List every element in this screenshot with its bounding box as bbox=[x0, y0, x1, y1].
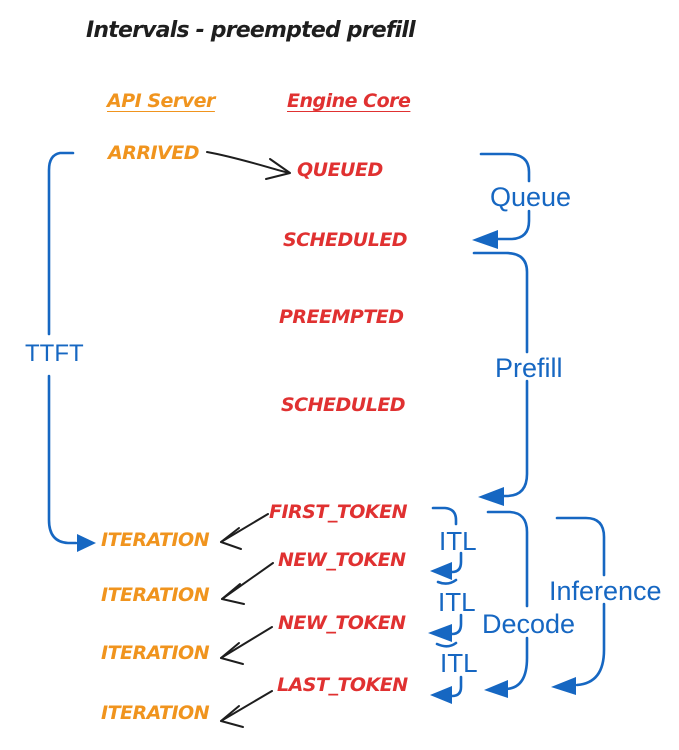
inference-bracket bbox=[551, 516, 606, 695]
event-iteration-1: ITERATION bbox=[101, 529, 210, 551]
column-header-api-server: API Server bbox=[107, 90, 215, 112]
diagram-title: Intervals - preempted prefill bbox=[86, 18, 416, 43]
arrow-first-token-to-iteration bbox=[220, 513, 269, 550]
ttft-bracket bbox=[47, 151, 96, 552]
event-iteration-4: ITERATION bbox=[101, 702, 210, 724]
interval-inference-label: Inference bbox=[549, 576, 662, 606]
interval-decode-label: Decode bbox=[482, 609, 576, 639]
event-iteration-3: ITERATION bbox=[101, 642, 210, 664]
arrow-arrived-to-queued bbox=[206, 151, 291, 180]
column-header-engine-core: Engine Core bbox=[287, 90, 411, 112]
event-scheduled-1: SCHEDULED bbox=[283, 229, 408, 251]
event-preempted: PREEMPTED bbox=[279, 306, 404, 328]
itl-bracket-1 bbox=[430, 506, 463, 585]
interval-ttft-label: TTFT bbox=[25, 340, 84, 367]
interval-itl-2-label: ITL bbox=[438, 587, 476, 617]
itl-bracket-2 bbox=[428, 613, 463, 648]
interval-prefill-label: Prefill bbox=[495, 353, 563, 383]
decode-bracket bbox=[484, 510, 529, 698]
event-first-token: FIRST_TOKEN bbox=[269, 501, 408, 523]
prefill-bracket bbox=[472, 251, 529, 506]
event-new-token-2: NEW_TOKEN bbox=[278, 612, 406, 634]
event-queued: QUEUED bbox=[297, 159, 383, 181]
interval-itl-1-label: ITL bbox=[439, 526, 477, 556]
interval-itl-3-label: ITL bbox=[440, 648, 478, 678]
event-iteration-2: ITERATION bbox=[101, 584, 210, 606]
arrow-new-token-2-to-iteration bbox=[220, 626, 273, 665]
event-new-token-1: NEW_TOKEN bbox=[278, 549, 406, 571]
event-arrived: ARRIVED bbox=[108, 142, 200, 164]
queue-bracket bbox=[472, 152, 531, 249]
event-scheduled-2: SCHEDULED bbox=[281, 394, 406, 416]
event-last-token: LAST_TOKEN bbox=[277, 674, 408, 696]
interval-queue-label: Queue bbox=[490, 182, 572, 212]
arrow-last-token-to-iteration bbox=[220, 690, 273, 728]
itl-bracket-3 bbox=[430, 675, 463, 704]
arrow-new-token-1-to-iteration bbox=[221, 562, 274, 605]
